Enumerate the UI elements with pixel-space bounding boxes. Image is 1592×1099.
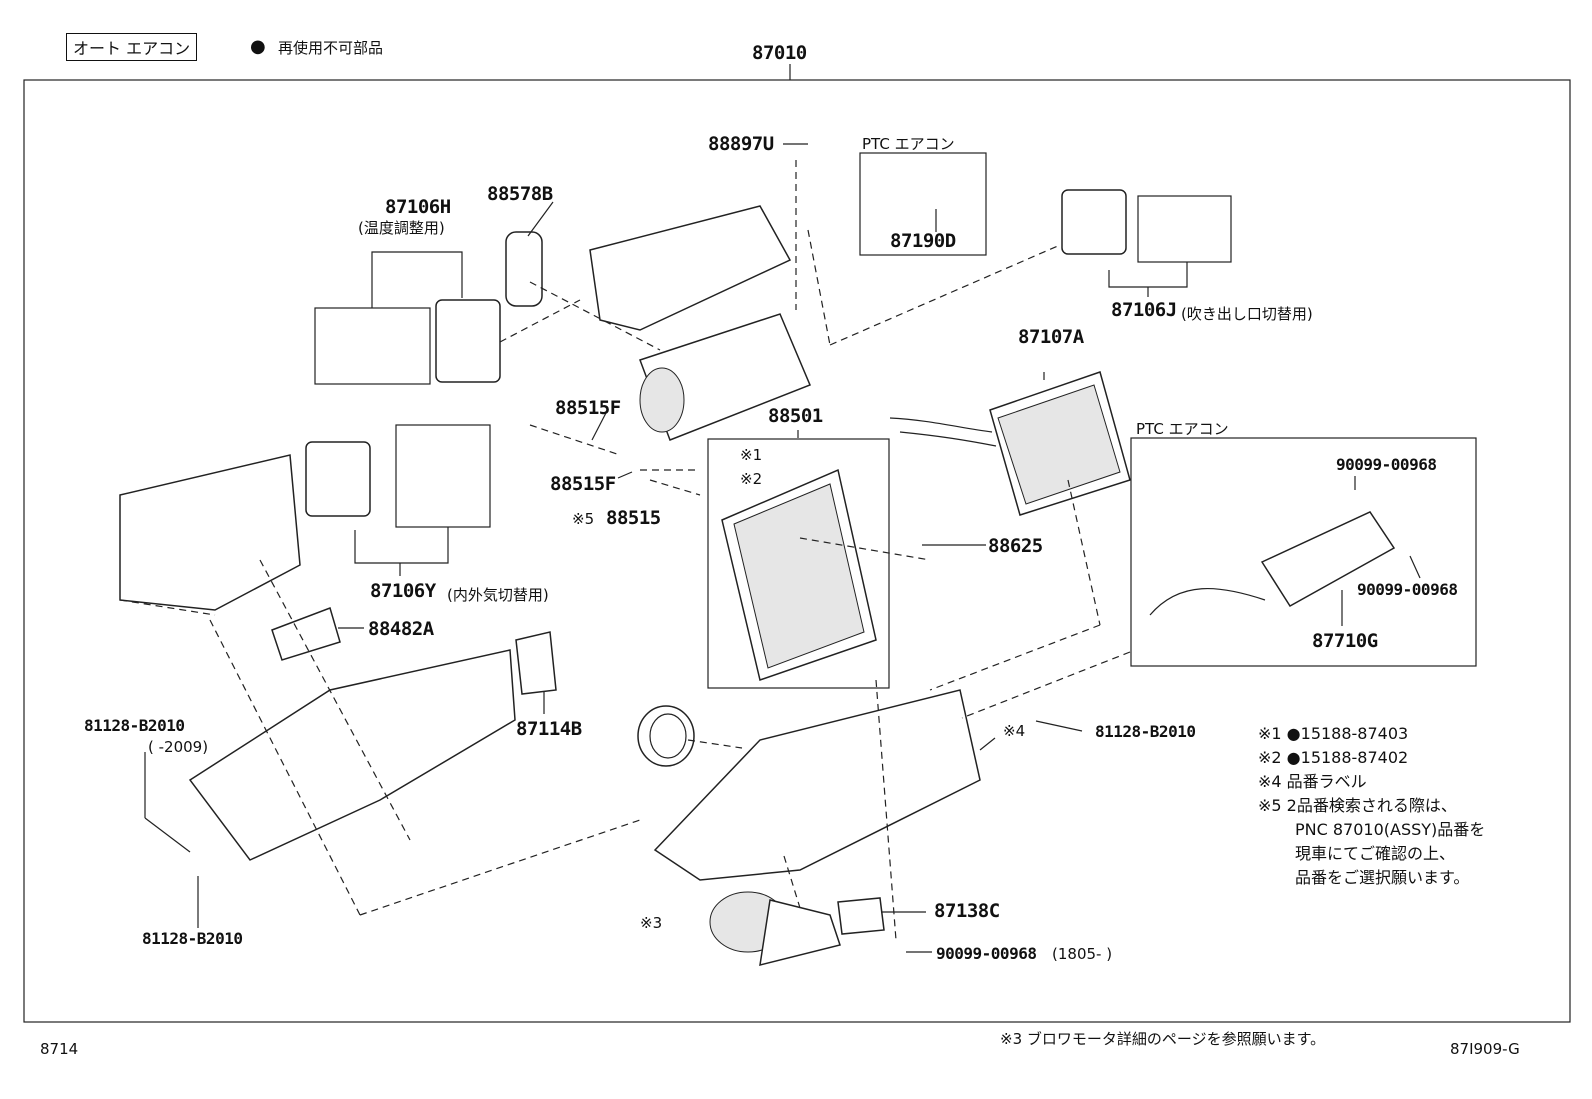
evaporator-box xyxy=(707,438,890,689)
label-88515f-a[interactable]: 88515F xyxy=(555,397,621,419)
label-81128-b[interactable]: 81128-B2010 xyxy=(142,929,243,948)
bolt-box-87106h xyxy=(314,307,431,385)
nonreusable-bullet-icon: ● xyxy=(250,36,266,57)
label-90099-a[interactable]: 90099-00968 xyxy=(1336,455,1437,474)
label-87106h-note: (温度調整用) xyxy=(358,219,445,237)
upper-case-shape xyxy=(589,205,811,441)
bolt-box-87106j xyxy=(1137,195,1232,263)
label-87106y[interactable]: 87106Y xyxy=(370,580,436,602)
note-5: ※5 2品番検索される際は、 xyxy=(1258,796,1457,815)
actuator-87106j-shape xyxy=(1061,189,1127,255)
mark-4: ※4 xyxy=(1003,722,1026,740)
module-87114b-shape xyxy=(515,631,557,695)
label-90099-b[interactable]: 90099-00968 xyxy=(1357,580,1458,599)
note-1: ※1 ●15188-87403 xyxy=(1258,724,1409,743)
footer-left-code: 8714 xyxy=(40,1040,79,1058)
label-87107a[interactable]: 87107A xyxy=(1018,326,1084,348)
resistor-88482a-shape xyxy=(271,607,341,661)
note-4: ※4 品番ラベル xyxy=(1258,772,1367,791)
label-87106j[interactable]: 87106J xyxy=(1111,299,1177,321)
label-88501[interactable]: 88501 xyxy=(768,405,823,427)
damper-shape xyxy=(649,713,687,759)
assembly-number: 87010 xyxy=(752,42,807,64)
label-88515f-b[interactable]: 88515F xyxy=(550,473,616,495)
ptc-box-top xyxy=(859,152,987,256)
label-87114b[interactable]: 87114B xyxy=(516,718,582,740)
label-88578b[interactable]: 88578B xyxy=(487,183,553,205)
ptc-label-top: PTC エアコン xyxy=(862,135,955,153)
note-5-line-4: 品番をご選択願います。 xyxy=(1295,868,1470,887)
lower-case-shape xyxy=(637,689,981,881)
notes-block: ※1 ●15188-87403 ※2 ●15188-87402 ※4 品番ラベル… xyxy=(1258,722,1485,890)
note-5-line-2: PNC 87010(ASSY)品番を xyxy=(1295,820,1486,839)
evaporator-shape xyxy=(721,468,877,681)
assembly-frame xyxy=(23,79,1571,1023)
label-90099-c[interactable]: 90099-00968 xyxy=(936,944,1037,963)
label-87710g[interactable]: 87710G xyxy=(1312,630,1378,652)
label-87106h[interactable]: 87106H xyxy=(385,196,451,218)
blower-motor-shape xyxy=(709,891,841,967)
actuator-87106h-shape xyxy=(435,299,501,383)
ptc-heater-shape xyxy=(1149,511,1396,616)
label-88625[interactable]: 88625 xyxy=(988,535,1043,557)
label-87190d[interactable]: 87190D xyxy=(890,230,956,252)
label-88897u[interactable]: 88897U xyxy=(708,133,774,155)
label-90099-c-range: (1805- ) xyxy=(1052,945,1113,963)
actuator-87106y-shape xyxy=(305,441,371,517)
label-87138c[interactable]: 87138C xyxy=(934,900,1000,922)
label-81128-a[interactable]: 81128-B2010 xyxy=(84,716,185,735)
mark-5: ※5 xyxy=(572,510,595,528)
heater-core-shape xyxy=(889,371,1131,516)
label-88482a[interactable]: 88482A xyxy=(368,618,434,640)
legend-text: 再使用不可部品 xyxy=(278,39,384,57)
mark-2: ※2 xyxy=(740,470,763,488)
footer-right-code: 87I909-G xyxy=(1450,1040,1520,1058)
label-81128-a-range: ( -2009) xyxy=(148,738,209,756)
label-88515[interactable]: 88515 xyxy=(606,507,661,529)
label-87106y-note: (内外気切替用) xyxy=(447,586,549,604)
mark-1: ※1 xyxy=(740,446,763,464)
bolt-box-87106y xyxy=(395,424,491,528)
left-case-shape xyxy=(119,454,516,861)
gasket-88578b-shape xyxy=(505,231,543,307)
mark-3: ※3 xyxy=(640,914,663,932)
label-81128-c[interactable]: 81128-B2010 xyxy=(1095,722,1196,741)
note-5-line-3: 現車にてご確認の上、 xyxy=(1295,844,1456,863)
variant-tag: オート エアコン xyxy=(66,33,198,61)
module-87138c-shape xyxy=(837,897,885,935)
ptc-box-right xyxy=(1130,437,1477,667)
note-2: ※2 ●15188-87402 xyxy=(1258,748,1409,767)
ptc-label-right: PTC エアコン xyxy=(1136,420,1229,438)
label-87106j-note: (吹き出し口切替用) xyxy=(1181,305,1313,323)
footer-note-3: ※3 ブロワモータ詳細のページを参照願います。 xyxy=(1000,1030,1326,1048)
